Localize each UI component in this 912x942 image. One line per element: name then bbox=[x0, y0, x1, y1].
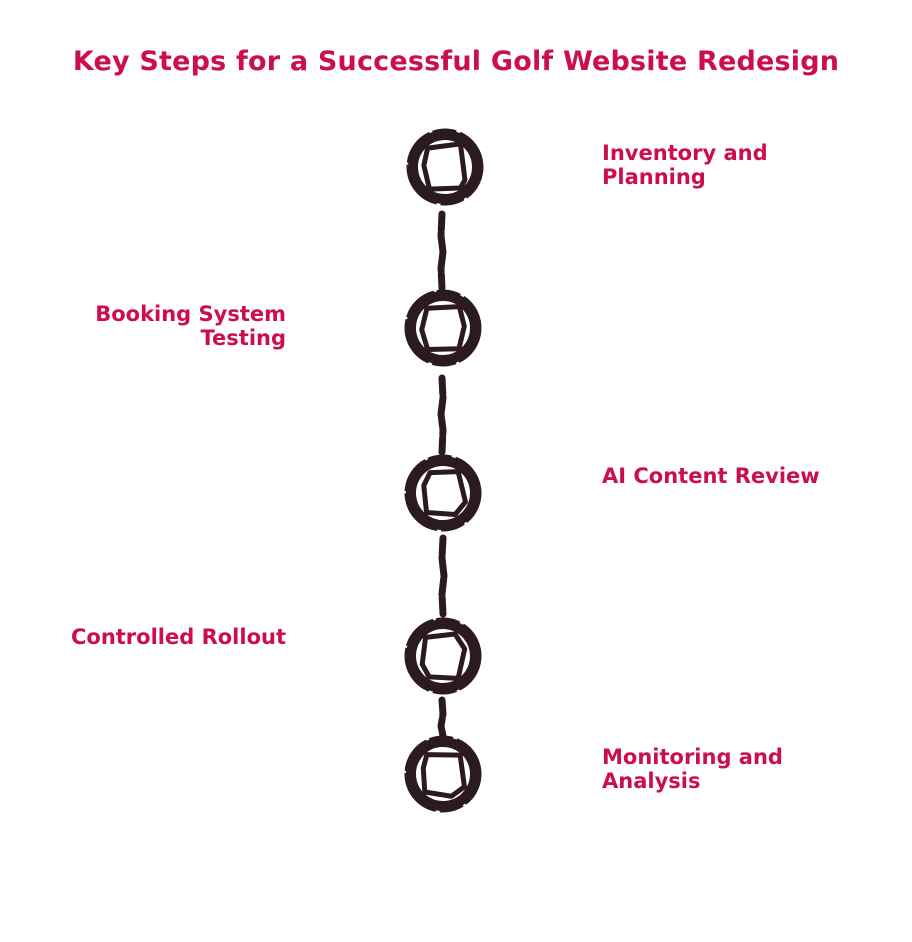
step-label-controlled-rollout: Controlled Rollout bbox=[70, 625, 286, 649]
step-node-1 bbox=[406, 128, 484, 206]
hand-drawn-ring-icon bbox=[404, 454, 482, 532]
hand-drawn-ring-icon bbox=[406, 128, 484, 206]
connector-1-2 bbox=[437, 210, 447, 292]
step-label-booking-system-testing: Booking System Testing bbox=[95, 302, 286, 350]
connector-4-5 bbox=[437, 696, 447, 740]
step-node-4 bbox=[404, 617, 482, 695]
hand-drawn-ring-icon bbox=[404, 617, 482, 695]
hand-drawn-ring-icon bbox=[404, 289, 482, 367]
step-node-3 bbox=[404, 454, 482, 532]
connector-3-4 bbox=[438, 534, 448, 618]
step-label-ai-content-review: AI Content Review bbox=[602, 464, 820, 488]
step-node-5 bbox=[404, 735, 482, 813]
step-label-inventory-and-planning: Inventory and Planning bbox=[602, 141, 768, 189]
connector-2-3 bbox=[437, 374, 447, 456]
timeline-connectors bbox=[437, 210, 448, 740]
page-title: Key Steps for a Successful Golf Website … bbox=[72, 46, 840, 77]
step-label-monitoring-and-analysis: Monitoring and Analysis bbox=[602, 745, 783, 793]
hand-drawn-ring-icon bbox=[404, 735, 482, 813]
step-node-2 bbox=[404, 289, 482, 367]
